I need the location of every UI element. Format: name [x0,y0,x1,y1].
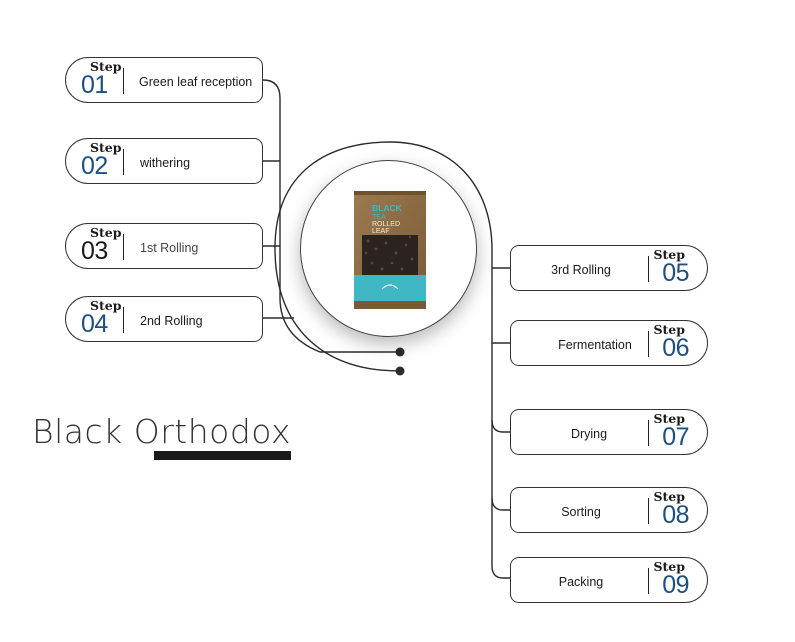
bag-text: LEAF [372,228,390,235]
step-number: 07 [662,423,689,451]
step-box-09: Packing Step 09 [510,557,708,603]
step-box-04: Step 04 2nd Rolling [65,296,263,342]
step-number: 04 [81,310,108,338]
step-word: Step [90,298,122,313]
step-number: 01 [81,71,108,99]
step-word: Step [90,140,122,155]
step-word: Step [653,322,686,337]
step-number: 02 [81,152,108,180]
step-separator [123,234,125,260]
branch-07 [491,419,510,433]
step-label: Fermentation [558,338,632,352]
step-separator [647,568,649,594]
step-separator [123,149,125,175]
step-box-01: Step 01 Green leaf reception [65,57,263,103]
step-number: 06 [662,334,689,362]
step-word: Step [653,489,686,504]
step-number: 08 [662,501,689,529]
tea-bag-icon: BLACK TEA ROLLED LEAF [354,191,426,309]
step-box-08: Sorting Step 08 [510,487,708,533]
step-word: Step [653,247,686,262]
step-box-05: 3rd Rolling Step 05 [510,245,708,291]
step-separator [647,420,649,446]
right-trunk-line [491,250,510,579]
step-separator [647,256,649,282]
step-label: 3rd Rolling [551,263,611,277]
left-trunk-line [262,79,400,353]
diagram-title: Black Orthodox [32,412,291,451]
step-number: 09 [662,571,689,599]
step-word: Step [653,411,686,426]
product-image-circle: BLACK TEA ROLLED LEAF [300,160,477,337]
connector-dot [395,366,405,376]
step-box-06: Fermentation Step 06 [510,320,708,366]
step-word: Step [90,225,122,240]
step-label: withering [140,156,191,170]
step-label: Green leaf reception [139,75,253,89]
step-label: 2nd Rolling [140,314,203,328]
title-underline-bar [154,451,291,460]
step-number: 05 [662,259,689,287]
step-separator [647,331,649,357]
step-label: Sorting [561,505,601,519]
step-label: 1st Rolling [140,241,199,255]
connector-dot [395,347,405,357]
step-box-02: Step 02 withering [65,138,263,184]
branch-08 [491,497,510,511]
step-separator [123,68,125,94]
bag-text: TEA [372,214,386,221]
step-label: Drying [570,427,608,441]
step-box-07: Drying Step 07 [510,409,708,455]
step-box-03: Step 03 1st Rolling [65,223,263,269]
circle-arc-line [274,141,493,372]
step-number: 03 [81,237,108,265]
step-label: Packing [558,575,604,589]
step-separator [123,307,125,333]
step-word: Step [653,559,686,574]
bag-text: ROLLED [372,221,400,228]
step-separator [647,498,649,524]
step-word: Step [90,59,122,74]
bag-text: BLACK [372,203,403,213]
